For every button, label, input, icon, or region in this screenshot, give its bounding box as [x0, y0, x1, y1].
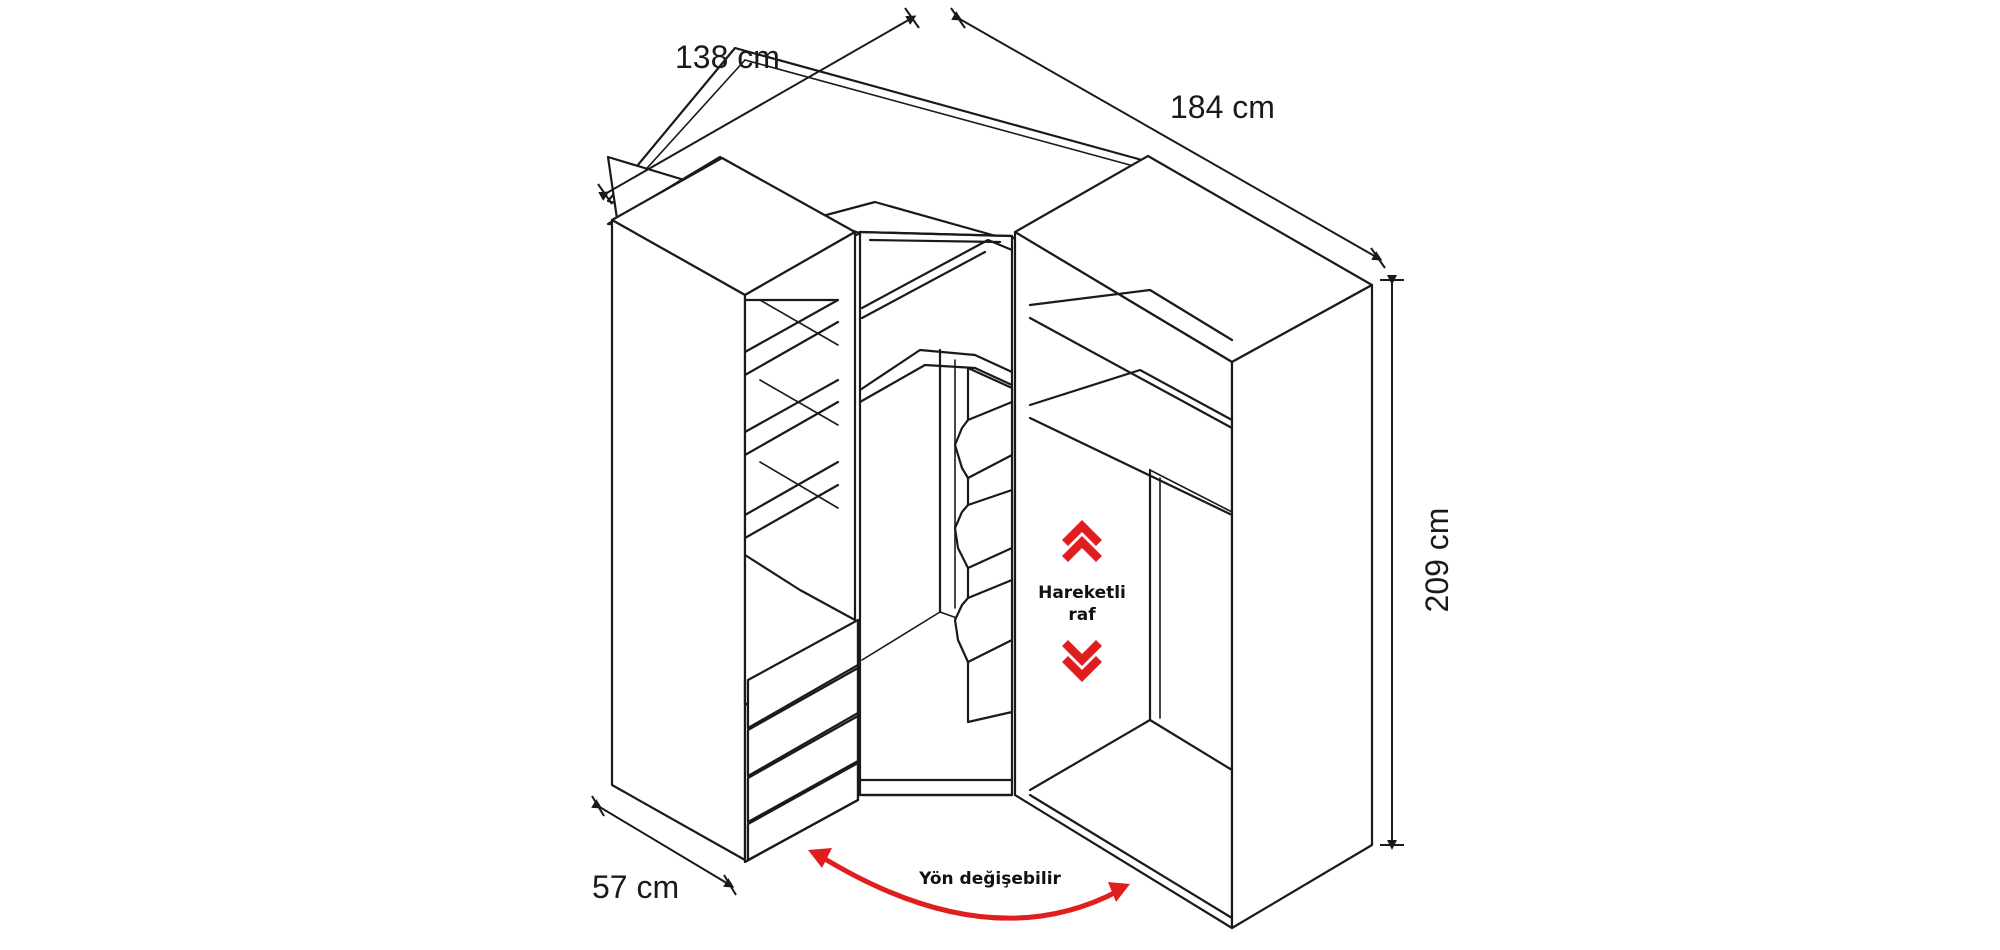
dim-depth-label: 57 cm [592, 869, 679, 905]
down-chevron-icon [1062, 640, 1102, 666]
direction-arc [817, 853, 1123, 921]
direction-annotation: Yön değişebilir [808, 848, 1130, 921]
movable-shelf-3 [953, 578, 1014, 664]
wardrobe [606, 46, 1374, 930]
dimension-width-right: 184 cm [950, 7, 1386, 269]
dimension-height: 209 cm [1380, 275, 1455, 850]
up-chevron-icon [1062, 536, 1102, 562]
up-chevron-icon [1062, 520, 1102, 546]
dim-width-right-label: 184 cm [1170, 89, 1275, 125]
direction-label: Yön değişebilir [918, 869, 1061, 889]
down-chevron-icon [1062, 656, 1102, 682]
right-unit-side [1230, 283, 1374, 930]
arc-left-arrow-icon [808, 848, 832, 868]
movable-shelf-2 [953, 488, 1014, 570]
movable-shelf-label-line1: Hareketli [1038, 583, 1126, 603]
dimension-depth: 57 cm [591, 795, 737, 905]
movable-shelf-label-line2: raf [1068, 605, 1096, 625]
left-unit-side [610, 218, 747, 862]
dim-width-left-label: 138 cm [675, 39, 780, 75]
movable-shelf-1 [953, 400, 1014, 480]
movable-shelf-annotation: Hareketli raf [1038, 520, 1126, 682]
dimension-width-left: 138 cm [597, 7, 920, 205]
arc-right-arrow-icon [1108, 882, 1130, 902]
dim-height-label: 209 cm [1419, 508, 1455, 613]
